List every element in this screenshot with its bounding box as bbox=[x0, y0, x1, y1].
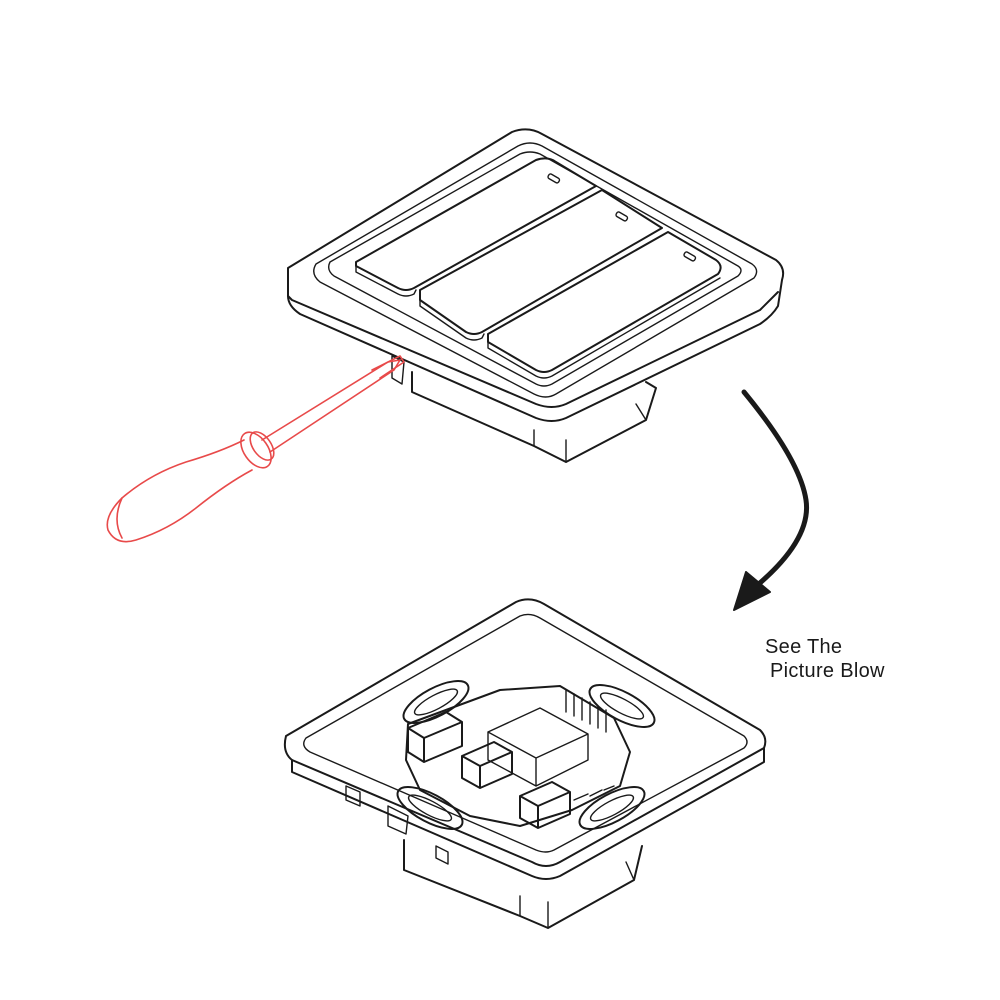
switch-frame-inner-2 bbox=[327, 151, 742, 387]
mounting-slot-right-top bbox=[588, 684, 656, 728]
pin-header bbox=[565, 689, 607, 733]
screwdriver-tip bbox=[371, 355, 405, 379]
rocker-key-2 bbox=[419, 189, 663, 335]
opened-switch-base bbox=[283, 598, 767, 929]
clip-tab-left bbox=[345, 785, 361, 807]
switch-frame-outer bbox=[287, 128, 785, 422]
relay-components bbox=[407, 689, 615, 829]
rocker-keys bbox=[355, 157, 722, 379]
caption-see-the: See The bbox=[765, 636, 843, 658]
indicator-led-3 bbox=[683, 251, 697, 262]
switch-back-box-edge bbox=[533, 403, 647, 463]
caption-picture-blow: Picture Blow bbox=[770, 660, 885, 682]
rocker-key-3-edge bbox=[487, 277, 721, 379]
screwdriver-handle-end bbox=[116, 497, 123, 539]
screwdriver-shaft bbox=[261, 359, 401, 453]
rocker-key-1-edge bbox=[355, 265, 417, 297]
mounting-slot-left-top-inner bbox=[413, 688, 459, 716]
base-frame-lower-edge bbox=[291, 747, 765, 880]
assembled-switch bbox=[287, 128, 785, 463]
switch-frame-outer-lower-edge bbox=[287, 291, 779, 408]
switch-frame-inner bbox=[313, 142, 758, 398]
curved-down-arrow-icon bbox=[733, 389, 810, 611]
mounting-slot-left-bottom bbox=[396, 786, 464, 830]
mounting-slots bbox=[396, 680, 656, 830]
screwdriver-collar bbox=[240, 431, 272, 469]
relay-right bbox=[519, 781, 571, 829]
rocker-key-3 bbox=[487, 231, 722, 373]
circuit-board bbox=[405, 685, 631, 827]
rocker-key-1 bbox=[355, 157, 597, 291]
mounting-slot-right-bottom-inner bbox=[589, 794, 635, 822]
small-components bbox=[573, 785, 615, 801]
clip-tab-bottom bbox=[435, 845, 449, 865]
base-back-box bbox=[403, 839, 643, 929]
rocker-key-2-edge bbox=[419, 299, 485, 341]
relay-center bbox=[461, 741, 513, 789]
mounting-slot-left-bottom-inner bbox=[407, 794, 453, 822]
base-frame-inner bbox=[303, 613, 748, 853]
screwdriver-handle bbox=[106, 439, 253, 543]
indicator-led-1 bbox=[547, 173, 561, 184]
base-frame-outer bbox=[283, 598, 767, 867]
mounting-slot-right-bottom bbox=[578, 786, 646, 830]
indicator-led-2 bbox=[615, 211, 629, 222]
component-block bbox=[487, 707, 589, 787]
mounting-slot-right-top-inner bbox=[599, 692, 645, 720]
screwdriver-collar-inner bbox=[249, 431, 275, 461]
screwdriver bbox=[106, 355, 405, 543]
relay-left bbox=[407, 711, 463, 763]
base-back-box-edge bbox=[519, 861, 635, 929]
clip-tab-center bbox=[387, 805, 409, 835]
